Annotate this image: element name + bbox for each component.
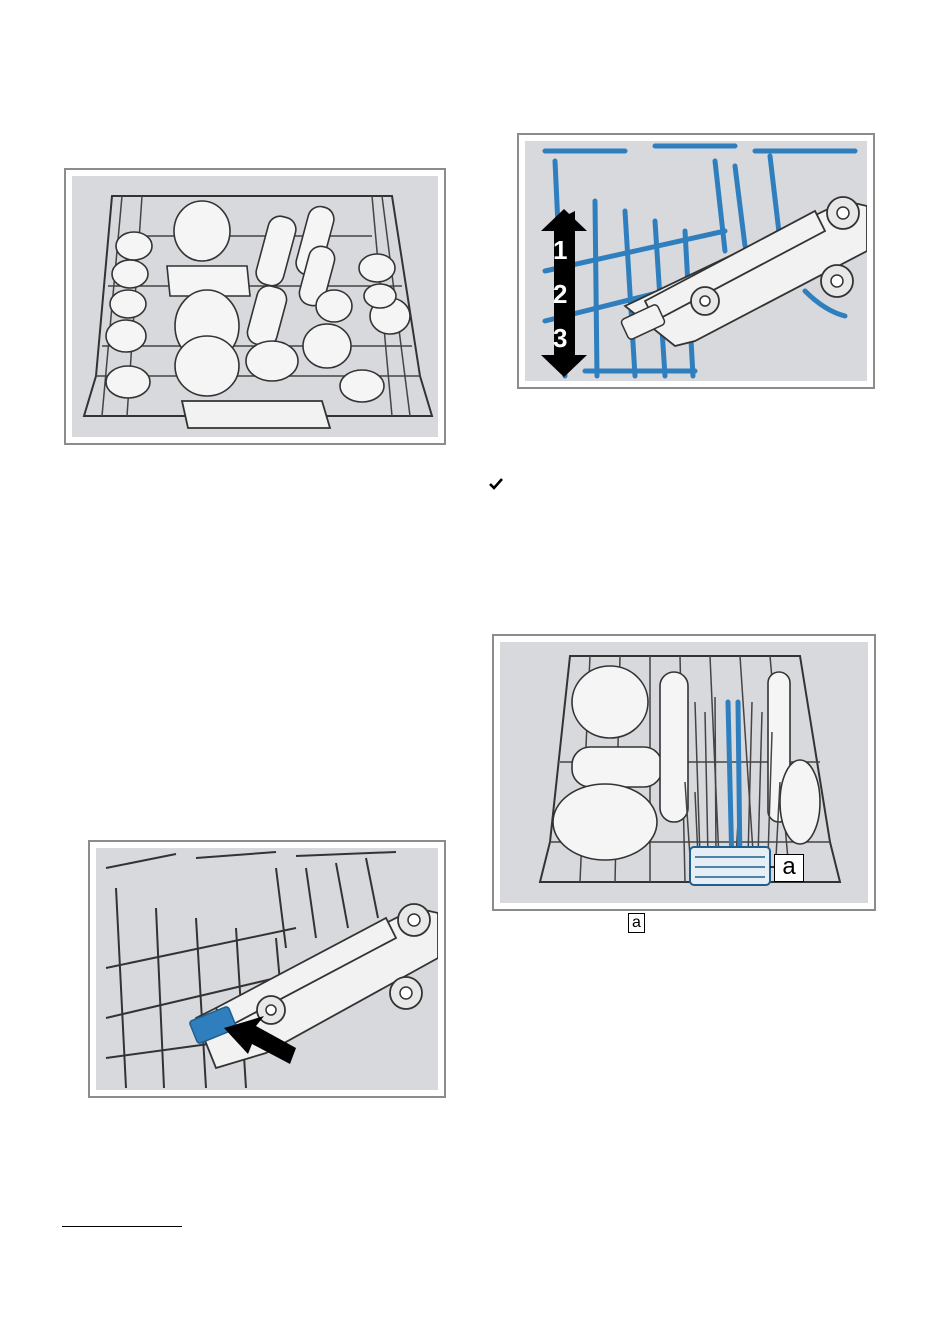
figure-upper-basket bbox=[64, 168, 446, 445]
lower-basket-illustration bbox=[500, 642, 868, 903]
upper-basket-illustration bbox=[72, 176, 438, 437]
callout-a-label: a bbox=[774, 854, 804, 882]
level-number-1: 1 bbox=[553, 235, 567, 266]
level-number-3: 3 bbox=[553, 323, 567, 354]
level-number-2: 2 bbox=[553, 279, 567, 310]
inline-callout-ref: a bbox=[628, 913, 645, 933]
footnote-rule bbox=[62, 1226, 182, 1227]
figure-rack-height-levels: 1 2 3 bbox=[517, 133, 875, 389]
checkmark-icon bbox=[489, 477, 503, 491]
figure-rack-release-lever bbox=[88, 840, 446, 1098]
rack-release-illustration bbox=[96, 848, 438, 1090]
figure-lower-basket: a bbox=[492, 634, 876, 911]
